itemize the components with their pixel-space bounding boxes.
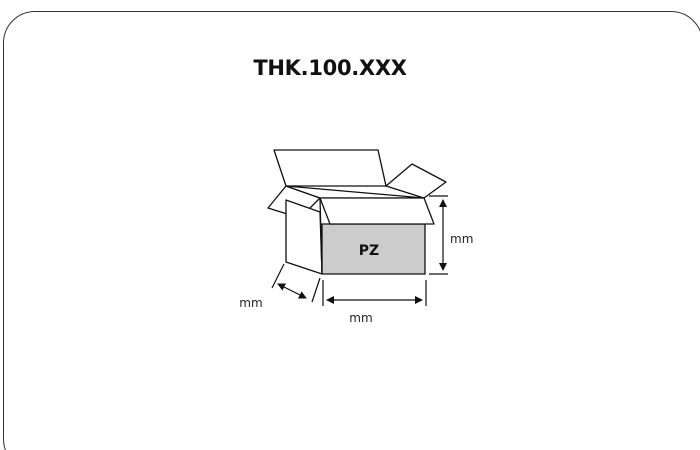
box-side xyxy=(285,199,323,275)
height-unit-label: mm xyxy=(450,232,473,246)
box-front-flap xyxy=(319,197,435,225)
width-unit-label: mm xyxy=(349,311,372,325)
box-face-text: PZ xyxy=(359,243,379,259)
width-dimension xyxy=(322,280,427,306)
box-back-flap xyxy=(273,149,387,187)
depth-dimension xyxy=(271,263,321,303)
box-front-face xyxy=(321,223,426,275)
product-code: THK.100.XXX xyxy=(253,56,407,80)
depth-unit-label: mm xyxy=(239,296,262,310)
box-right-flap xyxy=(385,163,447,199)
height-dimension xyxy=(429,195,448,275)
